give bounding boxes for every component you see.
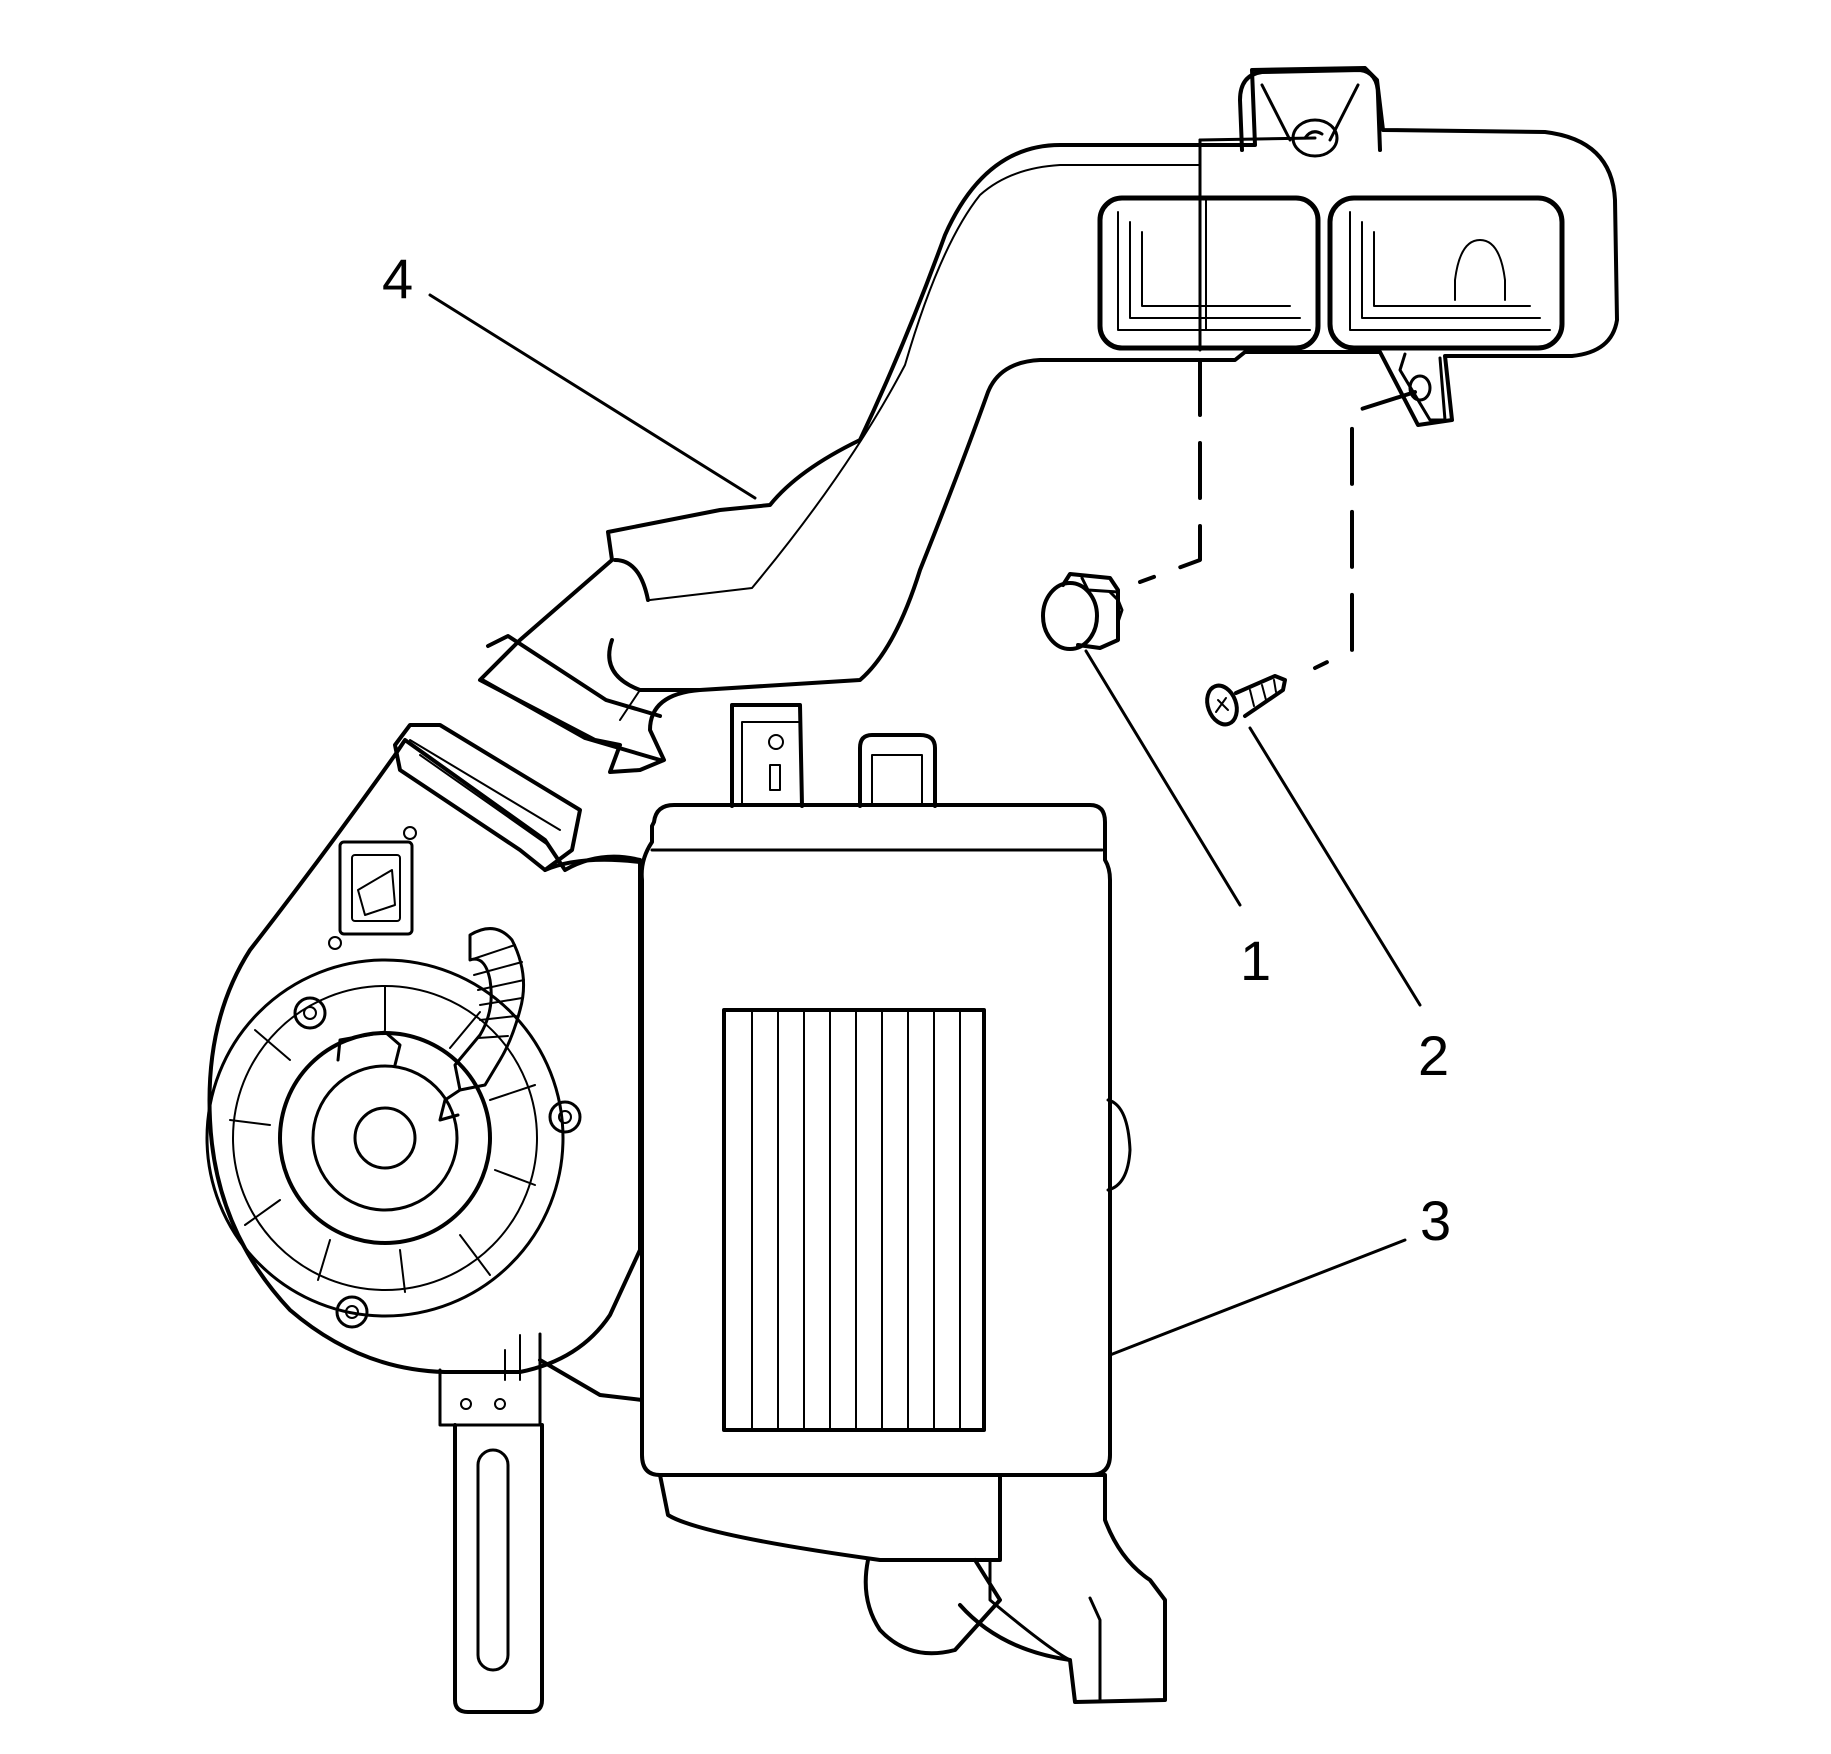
leader-line-3: [1108, 1238, 1407, 1357]
hvac-module: [205, 703, 1167, 1714]
callout-label-2: 2: [1418, 1024, 1449, 1087]
callout-label-1: 1: [1240, 929, 1271, 992]
callout-labels: 1 2 3 4: [382, 247, 1451, 1252]
leader-line-4: [428, 293, 757, 500]
push-in-retainer: [1041, 572, 1124, 651]
alignment-lines: [1138, 136, 1417, 670]
leader-line-1: [1084, 649, 1242, 907]
screw: [1205, 674, 1287, 727]
callout-label-4: 4: [382, 247, 413, 310]
callout-label-3: 3: [1420, 1189, 1451, 1252]
leader-line-2: [1248, 726, 1422, 1007]
leader-lines: [428, 293, 1422, 1357]
air-duct: [478, 66, 1619, 774]
